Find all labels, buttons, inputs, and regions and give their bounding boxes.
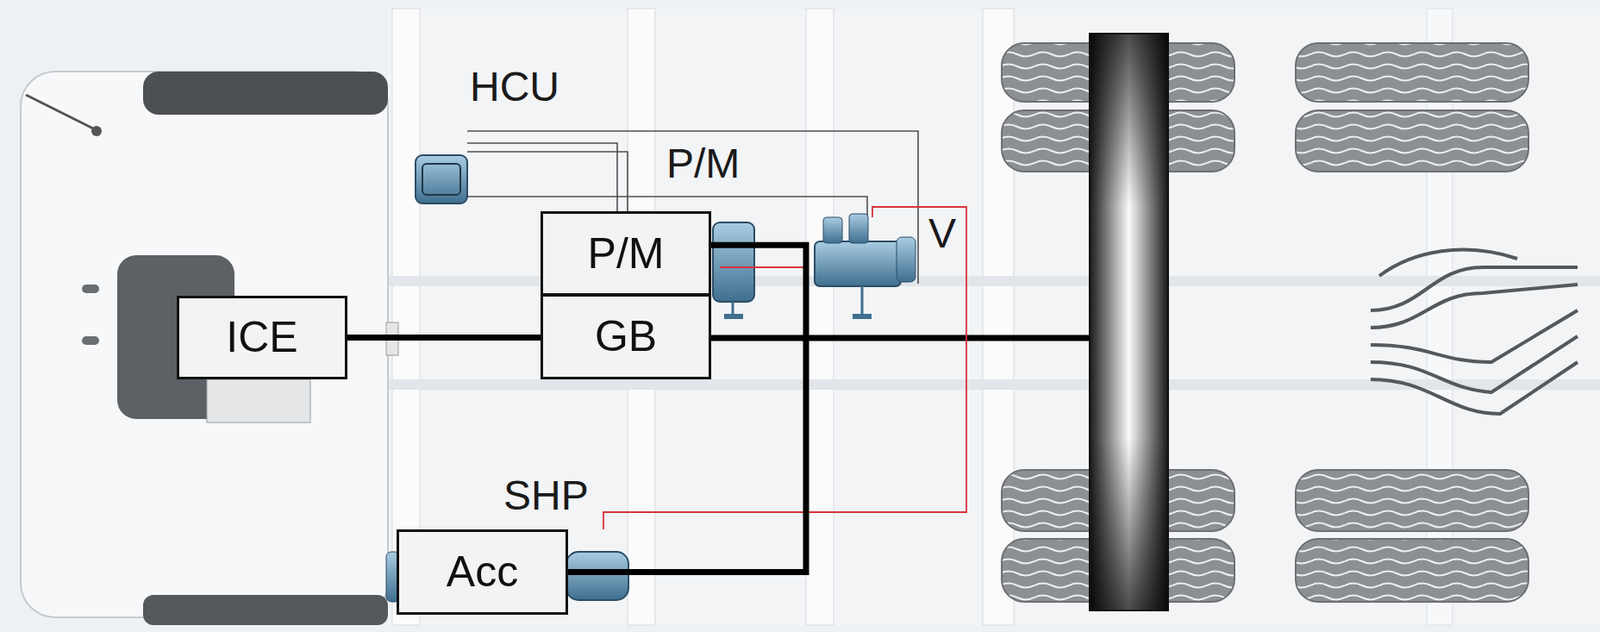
valve-stem [849,213,869,244]
crossmember [982,8,1014,625]
component-name: P/M [587,231,665,277]
power-link [347,334,541,341]
part-label: V [928,212,957,255]
component-box: ICE [176,295,348,380]
vent [81,284,100,294]
cab [20,71,388,618]
accumulator-cylinder [566,551,629,600]
hcu-detail [422,163,461,195]
wire [467,151,628,213]
cab-roof-edge [143,71,388,115]
hose [1379,250,1518,276]
component-box: Acc [396,529,569,615]
hose [1370,284,1578,328]
hydraulic-line [719,266,807,269]
antenna-tip [91,125,102,137]
tire [1295,538,1529,602]
part-label: HCU [469,66,560,108]
cab-step [143,594,388,625]
hose [1370,362,1578,414]
hoses [1370,250,1578,414]
component-name: GB [594,313,657,360]
part-label: SHP [503,475,589,517]
vent [81,336,100,345]
valve-stem [823,217,843,244]
valve-foot [724,313,744,319]
chassis-body [387,8,1600,625]
axle [1089,33,1169,611]
valve-foot [852,313,872,319]
component-name: Acc [446,549,519,595]
hcu-unit [415,155,468,204]
component-box: GB [540,293,712,380]
valve-leg [732,286,863,316]
pump-motor-unit [712,222,755,302]
wire [467,143,618,213]
axle-shade [1089,33,1169,611]
component-name: ICE [225,314,298,361]
valve-block [814,241,901,287]
antenna [25,94,95,130]
engine-block [206,379,311,423]
tire [1295,110,1529,172]
tire [1295,469,1529,532]
component-box: P/M [540,211,712,296]
tire [1295,43,1529,102]
hose [1370,310,1578,363]
valve-solenoid [896,237,916,282]
part-label: P/M [666,143,740,185]
crossmember [806,8,834,625]
drive-shaft [711,335,1090,342]
